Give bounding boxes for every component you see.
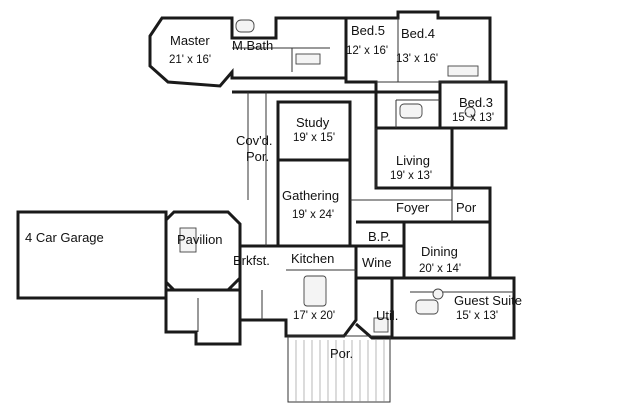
label-mbath: M.Bath [232,38,273,53]
label-por-back: Por. [330,346,353,361]
label-wine: Wine [362,255,392,270]
label-bed4: Bed.4 [401,26,435,41]
dim-bed5: 12' x 16' [346,45,388,57]
interior-lines [197,18,514,332]
room-labels: Master 21' x 16' M.Bath Bed.5 12' x 16' … [25,23,522,361]
kitchen-island [303,275,327,307]
label-dining: Dining [421,244,458,259]
toilet-fixture [464,106,476,118]
bed4-closet-shelf [447,65,479,77]
master-wing-walls [148,16,348,88]
label-garage: 4 Car Garage [25,230,104,245]
label-brkfst: Brkfst. [233,253,270,268]
label-bed5: Bed.5 [351,23,385,38]
label-covd-porch-2: Por. [246,149,269,164]
dim-gathering: 19' x 24' [292,209,334,221]
exterior-walls [16,10,516,346]
dim-master: 21' x 16' [169,54,211,66]
label-foyer: Foyer [396,200,430,215]
label-kitchen: Kitchen [291,251,334,266]
label-study: Study [296,115,330,130]
dim-guest-suite: 15' x 13' [456,310,498,322]
back-porch [287,335,391,403]
dim-study: 19' x 15' [293,132,335,144]
dim-bed3: 15' x 13' [452,112,494,124]
bath-tub-bed3 [399,103,423,119]
fixtures [179,19,479,333]
dim-dining: 20' x 14' [419,263,461,275]
label-guest-suite: Guest Suite [454,293,522,308]
dim-living: 19' x 13' [390,170,432,182]
guest-tub [415,299,439,315]
label-bp: B.P. [368,229,391,244]
label-master: Master [170,33,210,48]
master-bathtub [235,19,255,33]
sink-fixture [432,288,444,300]
garage-walls [16,210,168,300]
label-por-front: Por [456,200,477,215]
pavilion-fireplace [179,227,197,253]
pavilion-walls [164,210,242,292]
gathering-walls [276,158,352,246]
study-walls [276,100,352,162]
label-gathering: Gathering [282,188,339,203]
label-pavilion: Pavilion [177,232,223,247]
label-living: Living [396,153,430,168]
dim-bed4: 13' x 16' [396,53,438,65]
label-util: Util. [376,308,398,323]
label-bed3: Bed.3 [459,95,493,110]
vanity [295,53,321,65]
label-covd-porch: Cov'd. [236,133,272,148]
service-walls [164,288,242,346]
guest-walls [355,276,516,340]
util-washer [373,317,389,333]
dim-kitchen: 17' x 20' [293,310,335,322]
